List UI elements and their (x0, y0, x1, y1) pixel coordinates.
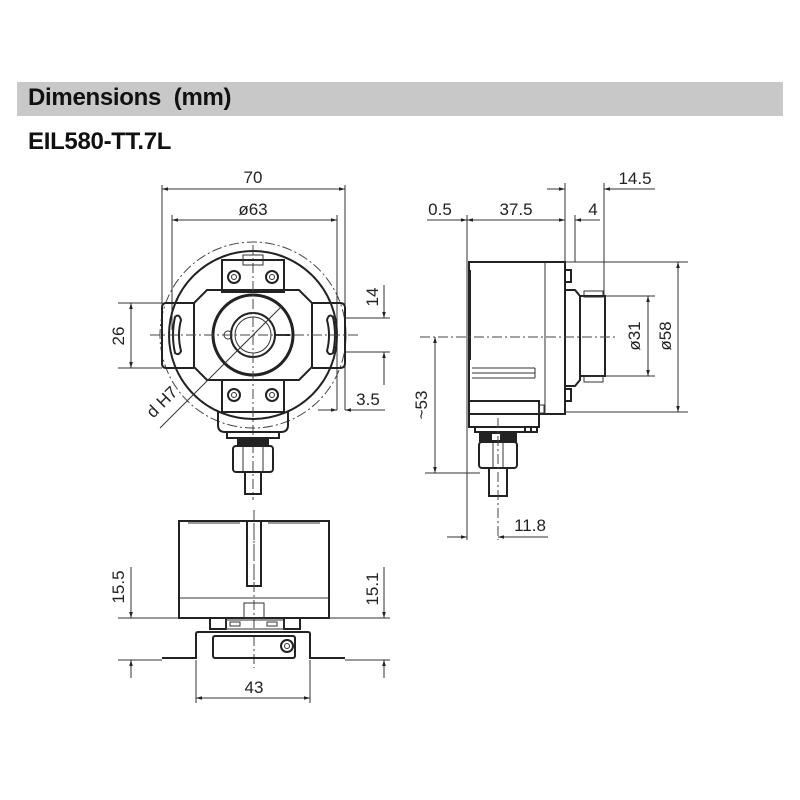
dim-offset-3-5: 3.5 (356, 390, 380, 409)
dim-diameter-58: ø58 (656, 321, 675, 350)
dim-diameter-31: ø31 (625, 321, 644, 350)
front-view (118, 185, 390, 500)
dim-bracket-43: 43 (245, 678, 264, 697)
dim-height-15-1: 15.1 (363, 572, 382, 605)
dim-diameter-63: ø63 (238, 200, 267, 219)
side-view (420, 183, 688, 540)
dim-flange-0-5: 0.5 (428, 200, 452, 219)
dim-flange-26: 26 (109, 327, 128, 346)
dim-slot-14: 14 (363, 288, 382, 307)
dim-cable-height-53: ~53 (412, 391, 431, 420)
dim-bore-dH7: d H7 (143, 383, 182, 422)
page-title: Dimensions (mm) (28, 84, 232, 111)
dim-depth-37-5: 37.5 (499, 200, 532, 219)
dim-shoulder-4: 4 (588, 200, 597, 219)
bottom-view (118, 510, 390, 703)
model-title: EIL580-TT.7L (28, 128, 172, 155)
dim-cable-offset-11-8: 11.8 (514, 516, 546, 535)
dim-height-15-5: 15.5 (109, 570, 128, 603)
header-bar (17, 82, 783, 116)
dim-connector-14-5: 14.5 (618, 169, 651, 188)
dim-width-70: 70 (244, 168, 263, 187)
